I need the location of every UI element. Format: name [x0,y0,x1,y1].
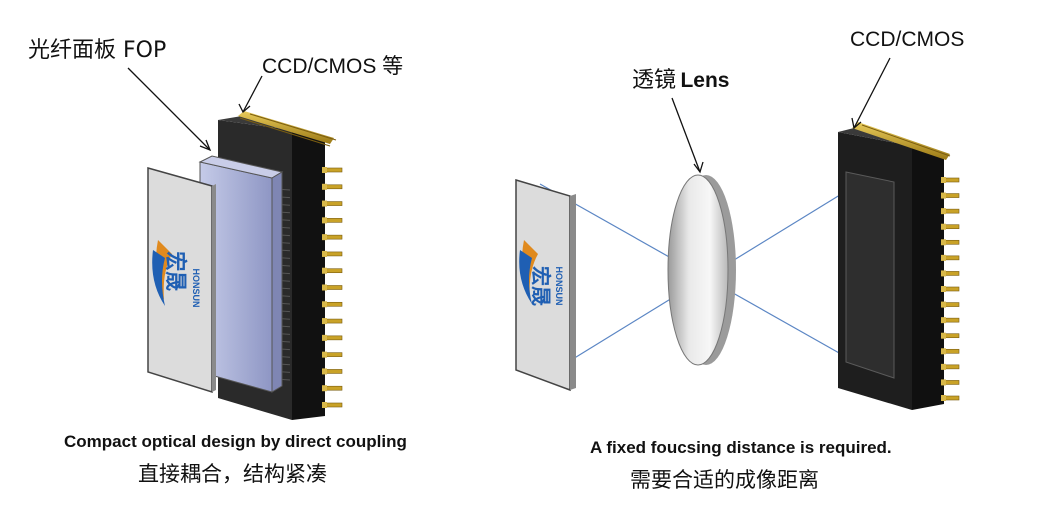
pin-base [322,200,327,207]
pin-base [322,217,327,224]
label-fop: 光纤面板 FOP [28,38,167,63]
pin-base [322,284,327,291]
pin [325,268,343,274]
pin-base [941,254,946,261]
pin-base [941,239,946,246]
pin [944,255,960,261]
pin [325,301,343,307]
pin [944,333,960,339]
pin-base [322,301,327,308]
left-caption-cn: 直接耦合，结构紧凑 [138,462,327,486]
pin-base [941,332,946,339]
left-side-pins [322,167,343,408]
pin [325,184,343,190]
right-leader-lines [671,57,891,174]
right-assembly: 宏晟 HONSUN [515,57,960,410]
pin-base [322,385,327,392]
pin [944,364,960,370]
pin [944,348,960,354]
pin [944,208,960,214]
pin [325,318,343,324]
pin [325,234,343,240]
pin-base [941,177,946,183]
pin-base [322,318,327,325]
right-object-plate: 宏晟 HONSUN [515,178,576,392]
pin-base [941,348,946,355]
left-caption-en: Compact optical design by direct couplin… [64,432,407,451]
right-logo-cn: 宏晟 [529,266,553,306]
pin-base [941,270,946,277]
pin-base [322,234,327,241]
pin-base [322,334,327,341]
right-logo-en: HONSUN [554,266,564,305]
pin [325,201,343,206]
pin [944,193,960,198]
pin-base [941,395,946,401]
pin-base [941,192,946,199]
pin [944,317,960,323]
left-logo-cn: 宏晟 [163,251,188,291]
left-assembly: 宏晟 HONSUN [127,67,343,420]
pin [944,239,960,245]
pin-base [322,267,327,274]
pin [325,335,343,341]
pin-base [941,208,946,215]
pin-base [941,223,946,230]
pin [944,302,960,307]
pin [944,395,960,401]
pin-base [941,379,946,386]
right-plate-logo: 宏晟 HONSUN [519,240,564,306]
pin-base [941,363,946,370]
pin [325,285,343,290]
right-sensor-chip [838,122,960,410]
pin [325,218,343,223]
lens [667,174,736,366]
pin [325,167,343,173]
pin [325,352,343,357]
pin [944,380,960,385]
pin [325,369,343,374]
pin-base [322,183,327,190]
right-top-pins [852,122,951,160]
left-plate-logo: 宏晟 HONSUN [152,240,201,308]
pin-base [941,286,946,292]
label-lens: 透镜 Lens [632,62,729,94]
fop-block [198,155,284,393]
pin-base [941,317,946,324]
right-caption-cn: 需要合适的成像距离 [630,468,819,492]
pin-base [941,301,946,308]
right-caption-en: A fixed foucsing distance is required. [590,438,892,457]
left-object-plate: 宏晟 HONSUN [147,167,216,394]
label-left-sensor: CCD/CMOS 等 [262,55,404,78]
pin [325,251,343,257]
pin-base [322,402,327,408]
pin-base [322,368,327,375]
pin [325,402,343,408]
left-logo-en: HONSUN [191,268,201,307]
pin-base [322,250,327,257]
left-leader-lines [127,67,263,152]
pin-base [322,351,327,358]
pin [944,271,960,276]
right-side-pins [941,177,960,401]
pin [944,177,960,183]
label-lens-cn: 透镜 [632,68,677,93]
pin [325,385,343,391]
pin [944,224,960,230]
label-lens-en: Lens [680,69,730,92]
label-right-sensor: CCD/CMOS [850,28,965,51]
pin-base [322,167,327,173]
pin [944,286,960,292]
left-top-pins [238,111,337,147]
